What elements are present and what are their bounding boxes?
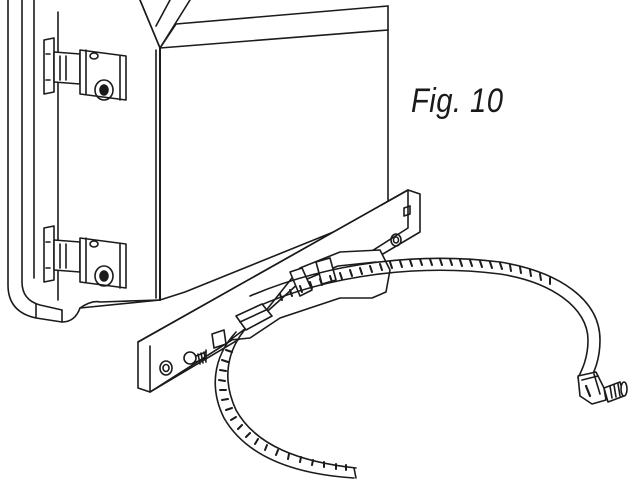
- upper-hinge: [43, 37, 127, 101]
- clamp-retainer: [235, 303, 273, 331]
- hose-clamp-band: [214, 257, 601, 479]
- figure-caption: Fig. 10: [411, 82, 504, 120]
- clamp-screw-housing: [577, 371, 628, 405]
- lower-hinge: [43, 225, 127, 289]
